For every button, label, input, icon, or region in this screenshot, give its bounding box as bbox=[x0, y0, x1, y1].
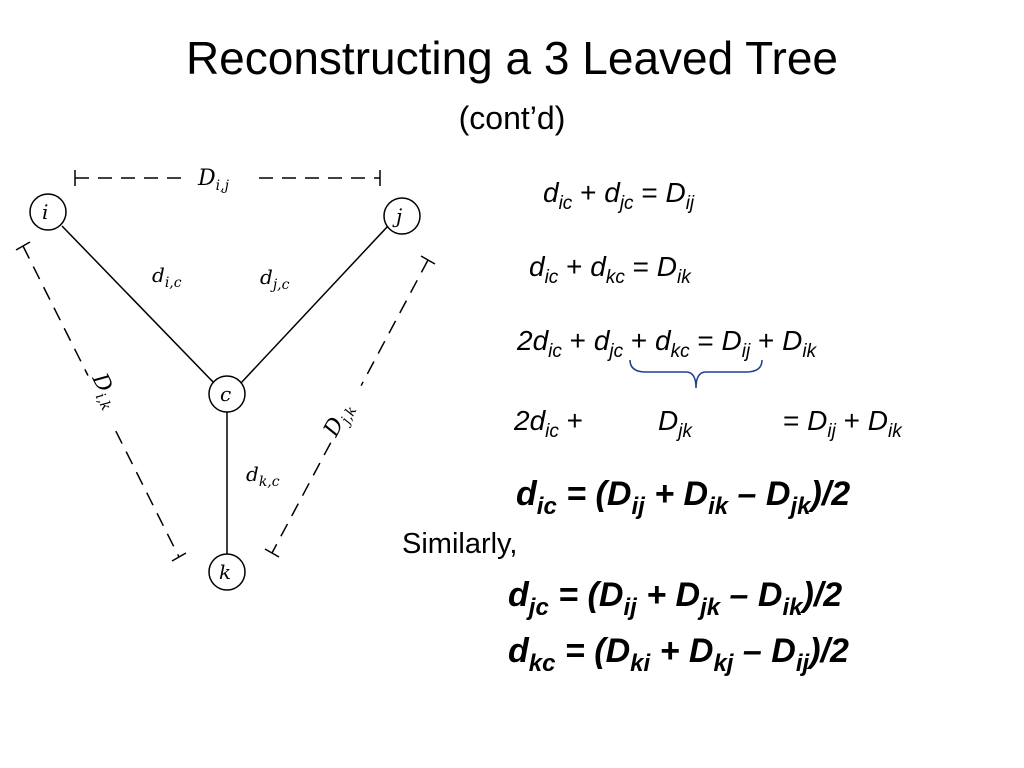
node-label-j: j bbox=[392, 204, 402, 228]
node-label-i: i bbox=[42, 200, 48, 224]
node-c bbox=[208, 375, 246, 413]
distance-arrow-ij bbox=[74, 170, 381, 186]
edge-j-c bbox=[239, 225, 389, 385]
edge-i-c bbox=[61, 225, 216, 385]
tree-diagram: Di,j i j c k di,c dj,c dk,c Di,k Dj,k bbox=[15, 162, 436, 591]
result-equation-dic: dic = (Dij + Dik – Djk)/2 bbox=[516, 475, 851, 520]
edge-label-jc: dj,c bbox=[260, 265, 290, 293]
similarly-text: Similarly, bbox=[402, 528, 518, 560]
equation-3: 2dic + djc + dkc = Dij + Dik bbox=[517, 325, 817, 362]
slide-title: Reconstructing a 3 Leaved Tree bbox=[185, 32, 839, 84]
equation-1: dic + djc = Dij bbox=[543, 177, 695, 214]
edge-label-kc: dk,c bbox=[246, 462, 280, 490]
equation-4-djk: Djk bbox=[658, 405, 692, 442]
slide-subtitle: (cont’d) bbox=[458, 100, 566, 136]
edge-label-ic: di,c bbox=[152, 263, 182, 291]
equation-2: dic + dkc = Dik bbox=[529, 251, 691, 288]
equation-4-rhs: = Dij + Dik bbox=[783, 405, 902, 442]
node-label-c: c bbox=[220, 382, 231, 406]
result-equation-djc: djc = (Dij + Djk – Dik)/2 bbox=[508, 576, 843, 621]
distance-label-ij: Di,j bbox=[197, 166, 230, 194]
underbrace bbox=[629, 359, 763, 389]
node-label-k: k bbox=[219, 560, 231, 584]
node-k bbox=[208, 553, 246, 591]
node-j bbox=[383, 197, 421, 235]
equation-4: 2dic + bbox=[514, 405, 584, 442]
node-i bbox=[29, 193, 67, 231]
result-equation-dkc: dkc = (Dki + Dkj – Dij)/2 bbox=[508, 632, 849, 677]
